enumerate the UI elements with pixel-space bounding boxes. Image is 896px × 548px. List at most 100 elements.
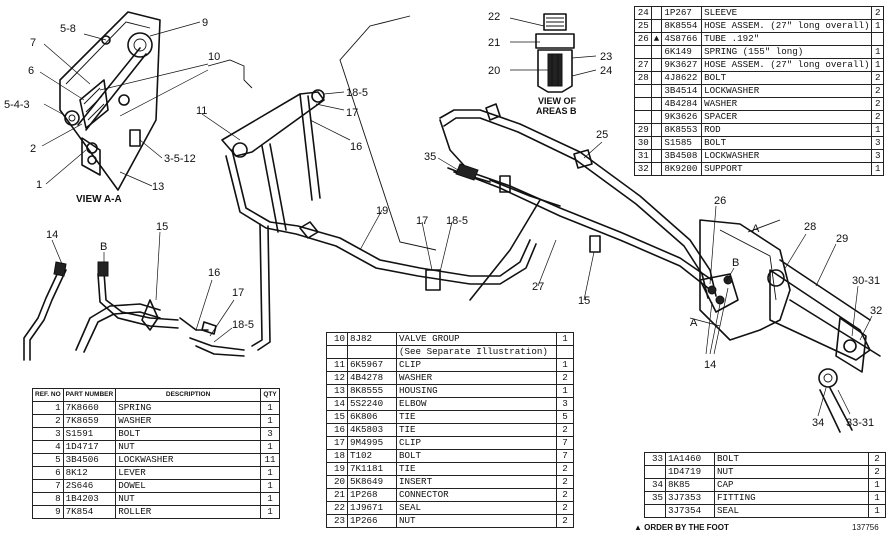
description-cell: TUBE .192" [701, 32, 873, 46]
quantity-cell: 2 [868, 465, 886, 479]
callout-2: 2 [30, 143, 36, 155]
callout-24: 24 [600, 65, 612, 77]
ref-number-cell: 20 [326, 475, 348, 489]
description-cell: SLEEVE [701, 6, 873, 20]
callout-18-5-upper: 18-5 [346, 87, 368, 99]
ref-number-cell: 9 [32, 505, 64, 519]
ref-number-cell [634, 84, 652, 98]
part-number-cell: 7K1181 [347, 462, 397, 476]
ref-number-cell: 2 [32, 414, 64, 428]
callout-16: 16 [208, 267, 220, 279]
description-cell: INSERT [396, 475, 557, 489]
central-frame [201, 15, 537, 351]
view-aa-assembly [59, 11, 161, 191]
ref-number-cell: 18 [326, 449, 348, 463]
order-by-foot-mark [650, 136, 662, 150]
callout-15: 15 [156, 221, 168, 233]
callout-29: 29 [836, 233, 848, 245]
ref-number-cell: 28 [634, 71, 652, 85]
view-aa-label: VIEW A-A [76, 194, 122, 205]
callout-3-5-12: 3-5-12 [164, 153, 196, 165]
callout-10: 10 [208, 51, 220, 63]
ref-number-cell: 29 [634, 123, 652, 137]
callout-35: 35 [424, 151, 436, 163]
lower-left-hoses [23, 231, 245, 361]
quantity-cell: 1 [871, 45, 884, 59]
ref-number-cell: 13 [326, 384, 348, 398]
quantity-cell: 3 [556, 397, 574, 411]
part-number-cell: 3B4508 [661, 149, 703, 163]
table-row: (See Separate Illustration) [326, 345, 574, 359]
ref-number-cell: 15 [326, 410, 348, 424]
quantity-cell [556, 345, 574, 359]
callout-5-8: 5-8 [60, 23, 76, 35]
ref-number-cell: 5 [32, 453, 64, 467]
description-cell: SUPPORT [701, 162, 873, 176]
part-number-cell: T102 [347, 449, 397, 463]
ref-number-cell: 25 [634, 19, 652, 33]
description-cell: CLIP [396, 436, 557, 450]
ref-number-cell [634, 97, 652, 111]
callout-7: 7 [30, 37, 36, 49]
cylinder-assembly [689, 205, 881, 433]
description-cell: WASHER [115, 414, 261, 428]
quantity-cell: 2 [556, 462, 574, 476]
quantity-cell: 11 [260, 453, 280, 467]
description-cell: NUT [115, 440, 261, 454]
callout-21: 21 [488, 37, 500, 49]
part-number-cell: 8K8554 [661, 19, 703, 33]
quantity-cell [871, 32, 884, 46]
description-cell: FITTING [714, 491, 869, 505]
drawing-number: 137756 [852, 523, 879, 532]
header-qty: QTY [260, 388, 280, 402]
quantity-cell: 1 [868, 478, 886, 492]
quantity-cell: 3 [260, 427, 280, 441]
order-by-foot-mark [650, 123, 662, 137]
ref-number-cell [644, 465, 666, 479]
ref-number-cell: 21 [326, 488, 348, 502]
description-cell: SEAL [396, 501, 557, 515]
order-by-foot-mark [650, 97, 662, 111]
ref-number-cell: 16 [326, 423, 348, 437]
callout-34: 34 [812, 417, 824, 429]
callout-11: 11 [196, 105, 207, 117]
callout-18-5-center: 18-5 [446, 215, 468, 227]
ref-number-cell: 24 [634, 6, 652, 20]
description-cell: BOLT [396, 449, 557, 463]
view-aa-leaders [39, 21, 253, 187]
quantity-cell: 7 [556, 436, 574, 450]
quantity-cell: 2 [871, 71, 884, 85]
description-cell: CAP [714, 478, 869, 492]
ref-number-cell: 8 [32, 492, 64, 506]
part-number-cell: 4S8766 [661, 32, 703, 46]
callout-26: 26 [714, 195, 726, 207]
quantity-cell: 2 [556, 423, 574, 437]
callout-b-right: B [732, 257, 739, 269]
quantity-cell: 2 [556, 475, 574, 489]
part-number-cell: 8K8555 [347, 384, 397, 398]
description-cell: SEAL [714, 504, 869, 518]
quantity-cell: 2 [871, 110, 884, 124]
ref-number-cell: 1 [32, 401, 64, 415]
ref-number-cell: 11 [326, 358, 348, 372]
order-by-foot-mark [650, 149, 662, 163]
description-cell: WASHER [396, 371, 557, 385]
